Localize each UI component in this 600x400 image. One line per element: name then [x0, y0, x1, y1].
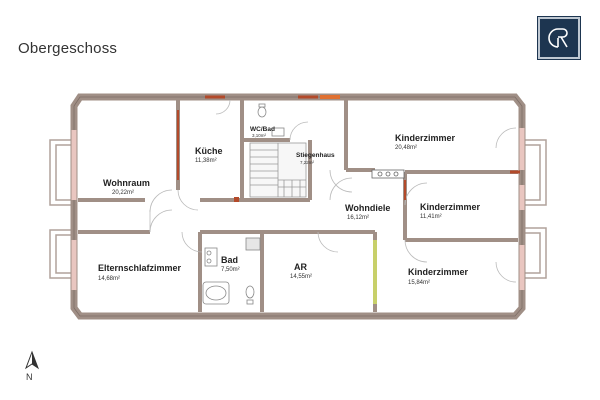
bad-fixtures: [202, 237, 261, 305]
room-stiegenhaus-name: Stiegenhaus: [296, 152, 335, 159]
room-ar-area: 14,55m²: [290, 274, 312, 280]
wc-fixtures: [257, 103, 285, 137]
room-ar-name: AR: [294, 262, 307, 272]
plan-title: Obergeschoss: [18, 40, 118, 57]
room-kinderzimmer1-name: Kinderzimmer: [395, 133, 456, 143]
room-kinderzimmer3-name: Kinderzimmer: [408, 267, 469, 277]
room-bad-area: 7,50m²: [221, 267, 240, 273]
door-swings: [149, 99, 517, 283]
room-elternschlafzimmer-area: 14,68m²: [98, 276, 120, 282]
logo-monogram-icon: [548, 28, 568, 48]
balcony-left-lower: [49, 229, 74, 279]
sink-fixture: [371, 169, 405, 179]
room-elternschlafzimmer-name: Elternschlafzimmer: [98, 263, 182, 273]
compass-label: N: [26, 372, 33, 382]
room-wcbad-name: WC/Bad: [250, 126, 275, 133]
staircase: [249, 142, 307, 198]
window-marks: [71, 128, 525, 290]
balcony-right-lower: [522, 227, 547, 279]
room-kinderzimmer3-area: 15,84m²: [408, 280, 430, 286]
room-kueche-area: 11,38m²: [195, 158, 217, 164]
room-stiegenhaus-area: 7,22m²: [300, 160, 315, 165]
balcony-right-upper: [522, 139, 547, 206]
room-wohnraum-name: Wohnraum: [103, 178, 150, 188]
room-bad-name: Bad: [221, 255, 238, 265]
company-logo: [538, 17, 580, 59]
north-arrow-icon: [24, 350, 40, 370]
room-wohnraum-area: 20,22m²: [112, 190, 134, 196]
room-kinderzimmer2-name: Kinderzimmer: [420, 202, 481, 212]
room-kinderzimmer2-area: 11,41m²: [420, 214, 442, 220]
room-wohndiele-name: Wohndiele: [345, 203, 390, 213]
room-kueche-name: Küche: [195, 146, 223, 156]
interior-walls: [78, 100, 518, 312]
room-wohndiele-area: 16,12m²: [347, 215, 369, 221]
balcony-left-upper: [49, 139, 74, 206]
room-wcbad-area: 3,10m²: [252, 133, 267, 138]
room-kinderzimmer1-area: 20,48m²: [395, 145, 417, 151]
